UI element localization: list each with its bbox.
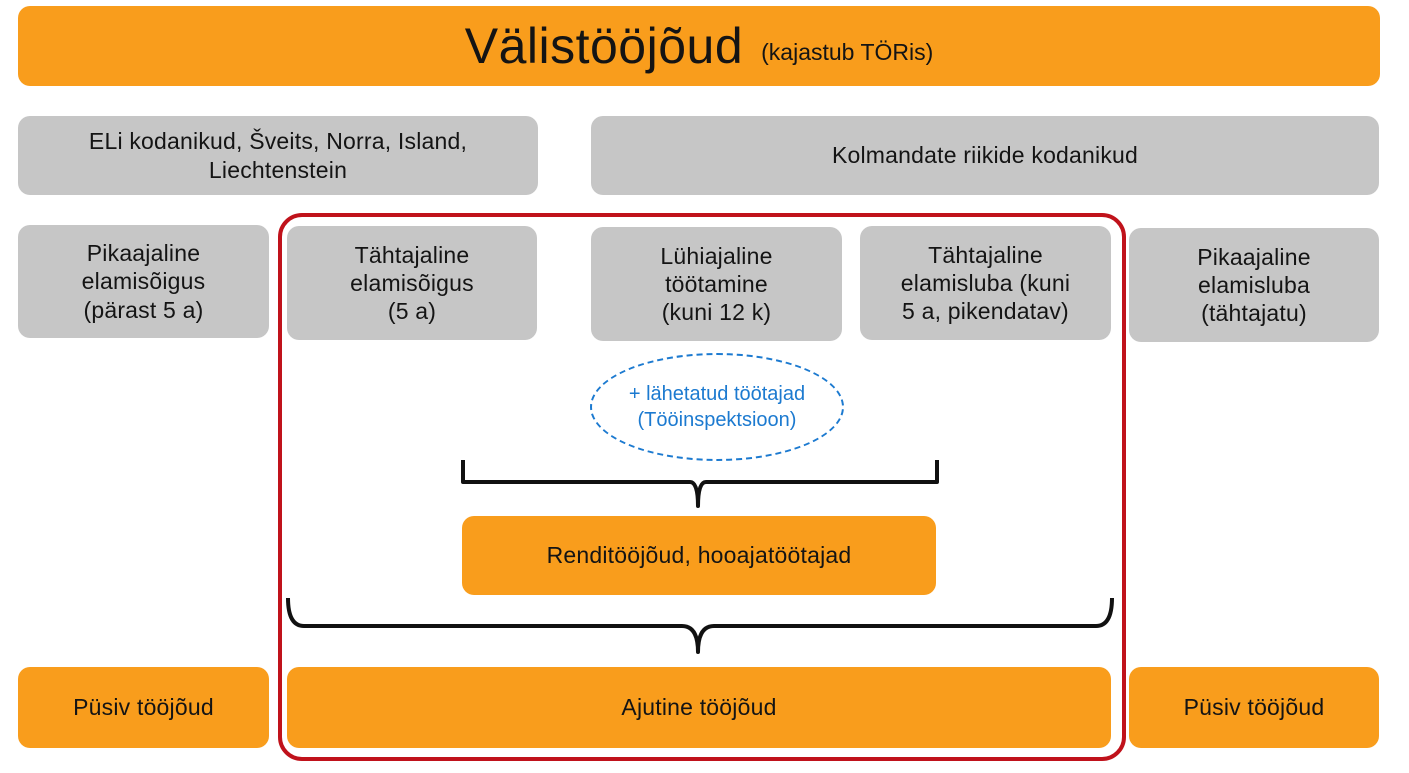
temporary-workforce-label: Ajutine tööjõud xyxy=(621,694,777,721)
group-third-label: Kolmandate riikide kodanikud xyxy=(831,142,1139,169)
category-temporary-permit: Tähtajaline elamisluba (kuni 5 a, pikend… xyxy=(860,226,1111,340)
temporary-workforce-frame xyxy=(278,213,1126,761)
posted-workers-label: + lähetatud töötajad (Tööinspektsioon) xyxy=(628,383,806,431)
category-label: Tähtajaline elamisõigus (5 a) xyxy=(350,241,474,325)
temporary-workforce: Ajutine tööjõud xyxy=(287,667,1111,748)
title-bar: Välistööjõud (kajastub TÖRis) xyxy=(18,6,1380,86)
category-long-term-right: Pikaajaline elamisõigus (pärast 5 a) xyxy=(18,225,269,338)
permanent-workforce-right: Püsiv tööjõud xyxy=(1129,667,1379,748)
group-eu-citizens: ELi kodanikud, Šveits, Norra, Island, Li… xyxy=(18,116,538,195)
permanent-workforce-label: Püsiv tööjõud xyxy=(73,694,214,721)
group-eu-label: ELi kodanikud, Šveits, Norra, Island, Li… xyxy=(88,128,468,183)
agency-seasonal-label: Renditööjõud, hooajatöötajad xyxy=(546,542,852,569)
permanent-workforce-label: Püsiv tööjõud xyxy=(1183,694,1325,721)
permanent-workforce-left: Püsiv tööjõud xyxy=(18,667,269,748)
category-label: Lühiajaline töötamine (kuni 12 k) xyxy=(660,242,773,326)
posted-workers-ellipse: + lähetatud töötajad (Tööinspektsioon) xyxy=(590,353,844,461)
group-third-country: Kolmandate riikide kodanikud xyxy=(591,116,1379,195)
large-curly-brace xyxy=(286,597,1114,654)
diagram-subtitle: (kajastub TÖRis) xyxy=(761,38,934,65)
category-temporary-right: Tähtajaline elamisõigus (5 a) xyxy=(287,226,537,340)
category-long-term-permit: Pikaajaline elamisluba (tähtajatu) xyxy=(1129,228,1379,342)
category-label: Pikaajaline elamisluba (tähtajatu) xyxy=(1197,243,1311,327)
agency-seasonal-box: Renditööjõud, hooajatöötajad xyxy=(462,516,936,595)
small-curly-brace xyxy=(461,460,939,508)
category-label: Pikaajaline elamisõigus (pärast 5 a) xyxy=(81,240,206,323)
category-short-term-work: Lühiajaline töötamine (kuni 12 k) xyxy=(591,227,842,341)
diagram-title: Välistööjõud xyxy=(464,17,744,74)
category-label: Tähtajaline elamisluba (kuni 5 a, pikend… xyxy=(900,241,1071,325)
